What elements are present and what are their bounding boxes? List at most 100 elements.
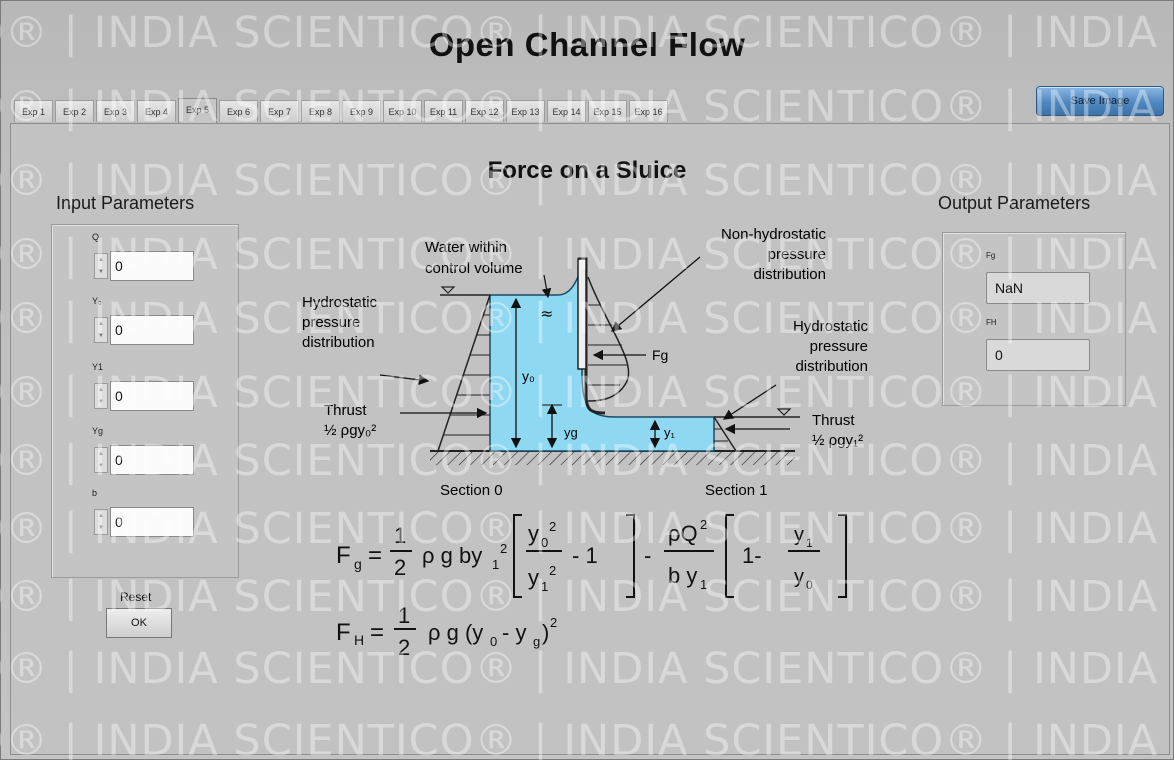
svg-text:y: y bbox=[528, 565, 539, 590]
sluice-gate bbox=[577, 258, 587, 370]
save-image-button[interactable]: Save Image bbox=[1036, 86, 1164, 116]
increment-decrement-spinner[interactable]: ▲▼ bbox=[94, 447, 108, 473]
thrust-right-label-1: Thrust bbox=[812, 412, 855, 429]
tab-exp-2[interactable]: Exp 2 bbox=[55, 100, 94, 122]
sluice-diagram: ≈ Water within control volume Non-hydros… bbox=[302, 226, 869, 499]
tab-exp-11[interactable]: Exp 11 bbox=[424, 100, 463, 122]
chevron-down-icon[interactable]: ▼ bbox=[98, 269, 104, 275]
y1-label: y₁ bbox=[664, 425, 676, 440]
svg-text:2: 2 bbox=[500, 541, 507, 556]
chevron-up-icon[interactable]: ▲ bbox=[98, 387, 104, 393]
svg-text:2: 2 bbox=[549, 563, 556, 578]
hydro-left-label-3: distribution bbox=[302, 334, 375, 351]
increment-decrement-spinner[interactable]: ▲▼ bbox=[94, 383, 108, 409]
svg-text:-: - bbox=[644, 543, 651, 568]
increment-decrement-spinner[interactable]: ▲▼ bbox=[94, 253, 108, 279]
yg-label: yg bbox=[564, 425, 578, 440]
numeric-input-field[interactable]: 0 bbox=[110, 507, 194, 537]
svg-text:1: 1 bbox=[700, 577, 707, 592]
tab-exp-9[interactable]: Exp 9 bbox=[342, 100, 381, 122]
chevron-down-icon[interactable]: ▼ bbox=[98, 525, 104, 531]
output-parameters-title: Output Parameters bbox=[938, 193, 1091, 213]
numeric-input-field[interactable]: 0 bbox=[110, 251, 194, 281]
nonhydro-label-2: pressure bbox=[768, 246, 826, 263]
tab-exp-1[interactable]: Exp 1 bbox=[14, 100, 53, 122]
svg-text:0: 0 bbox=[541, 535, 548, 550]
thrust-left-label-2: ½ ρgy₀² bbox=[324, 422, 376, 439]
numeric-input-field[interactable]: 0 bbox=[110, 445, 194, 475]
y0-label: y₀ bbox=[522, 368, 535, 384]
svg-text:y: y bbox=[794, 524, 804, 546]
hydro-left-label-1: Hydrostatic bbox=[302, 294, 378, 311]
nonhydro-label-1: Non-hydrostatic bbox=[721, 226, 827, 243]
output-label-fg: Fg bbox=[986, 251, 996, 260]
input-label-0: Q bbox=[92, 232, 100, 242]
numeric-control-3: ▲▼0 bbox=[94, 445, 196, 475]
tab-exp-3[interactable]: Exp 3 bbox=[96, 100, 135, 122]
tab-exp-12[interactable]: Exp 12 bbox=[465, 100, 504, 122]
svg-text:2: 2 bbox=[398, 635, 410, 660]
tab-exp-14[interactable]: Exp 14 bbox=[547, 100, 586, 122]
tab-exp-5[interactable]: Exp 5 bbox=[178, 98, 217, 124]
chevron-up-icon[interactable]: ▲ bbox=[98, 513, 104, 519]
chevron-up-icon[interactable]: ▲ bbox=[98, 321, 104, 327]
control-volume-water bbox=[489, 259, 715, 452]
chevron-down-icon[interactable]: ▼ bbox=[98, 463, 104, 469]
svg-text:1: 1 bbox=[541, 579, 548, 594]
chevron-up-icon[interactable]: ▲ bbox=[98, 451, 104, 457]
svg-text:1: 1 bbox=[806, 536, 813, 550]
tab-exp-10[interactable]: Exp 10 bbox=[383, 100, 422, 122]
water-label-1: Water within bbox=[425, 239, 507, 256]
tab-exp-7[interactable]: Exp 7 bbox=[260, 100, 299, 122]
chevron-up-icon[interactable]: ▲ bbox=[98, 257, 104, 263]
numeric-input-field[interactable]: 0 bbox=[110, 381, 194, 411]
svg-text:=: = bbox=[368, 542, 382, 569]
numeric-control-0: ▲▼0 bbox=[94, 251, 196, 281]
output-label-fh: FH bbox=[986, 318, 997, 327]
svg-text:ρ g (y: ρ g (y bbox=[428, 620, 483, 645]
svg-text:2: 2 bbox=[549, 519, 556, 534]
svg-text:ρ g by: ρ g by bbox=[422, 543, 482, 568]
section-title: Force on a Sluice bbox=[487, 157, 687, 184]
water-label-2: control volume bbox=[425, 260, 523, 277]
svg-text:- 1: - 1 bbox=[572, 543, 598, 568]
hydro-right-label-2: pressure bbox=[810, 338, 868, 355]
tab-exp-16[interactable]: Exp 16 bbox=[629, 100, 668, 122]
svg-text:1: 1 bbox=[394, 523, 406, 548]
numeric-control-2: ▲▼0 bbox=[94, 381, 196, 411]
tab-exp-15[interactable]: Exp 15 bbox=[588, 100, 627, 122]
increment-decrement-spinner[interactable]: ▲▼ bbox=[94, 317, 108, 343]
chevron-down-icon[interactable]: ▼ bbox=[98, 399, 104, 405]
tab-exp-13[interactable]: Exp 13 bbox=[506, 100, 545, 122]
channel-bed bbox=[430, 451, 795, 465]
hydro-right-label-1: Hydrostatic bbox=[793, 318, 869, 335]
input-label-1: Y₀ bbox=[92, 296, 102, 306]
nonhydro-label-3: distribution bbox=[753, 266, 826, 283]
output-fh-field: 0 bbox=[986, 339, 1090, 371]
increment-decrement-spinner[interactable]: ▲▼ bbox=[94, 509, 108, 535]
svg-text:0: 0 bbox=[806, 578, 813, 592]
svg-text:1: 1 bbox=[492, 557, 499, 572]
reset-label: Reset bbox=[120, 590, 152, 604]
svg-text:F: F bbox=[336, 619, 351, 646]
svg-text:F: F bbox=[336, 542, 351, 569]
svg-text:H: H bbox=[354, 632, 364, 648]
chevron-down-icon[interactable]: ▼ bbox=[98, 333, 104, 339]
svg-text:≈: ≈ bbox=[540, 304, 553, 323]
svg-text:2: 2 bbox=[700, 517, 707, 532]
svg-text:g: g bbox=[354, 556, 362, 572]
output-fg-field: NaN bbox=[986, 272, 1090, 304]
tab-exp-6[interactable]: Exp 6 bbox=[219, 100, 258, 122]
svg-text:0: 0 bbox=[490, 634, 497, 649]
numeric-input-field[interactable]: 0 bbox=[110, 315, 194, 345]
svg-text:): ) bbox=[542, 620, 549, 645]
input-label-2: Y1 bbox=[92, 362, 104, 372]
tab-exp-4[interactable]: Exp 4 bbox=[137, 100, 176, 122]
reset-ok-button[interactable]: OK bbox=[106, 608, 172, 638]
svg-text:1-: 1- bbox=[742, 543, 762, 568]
section-0-label: Section 0 bbox=[440, 482, 503, 499]
input-label-4: b bbox=[92, 488, 98, 498]
tab-exp-8[interactable]: Exp 8 bbox=[301, 100, 340, 122]
